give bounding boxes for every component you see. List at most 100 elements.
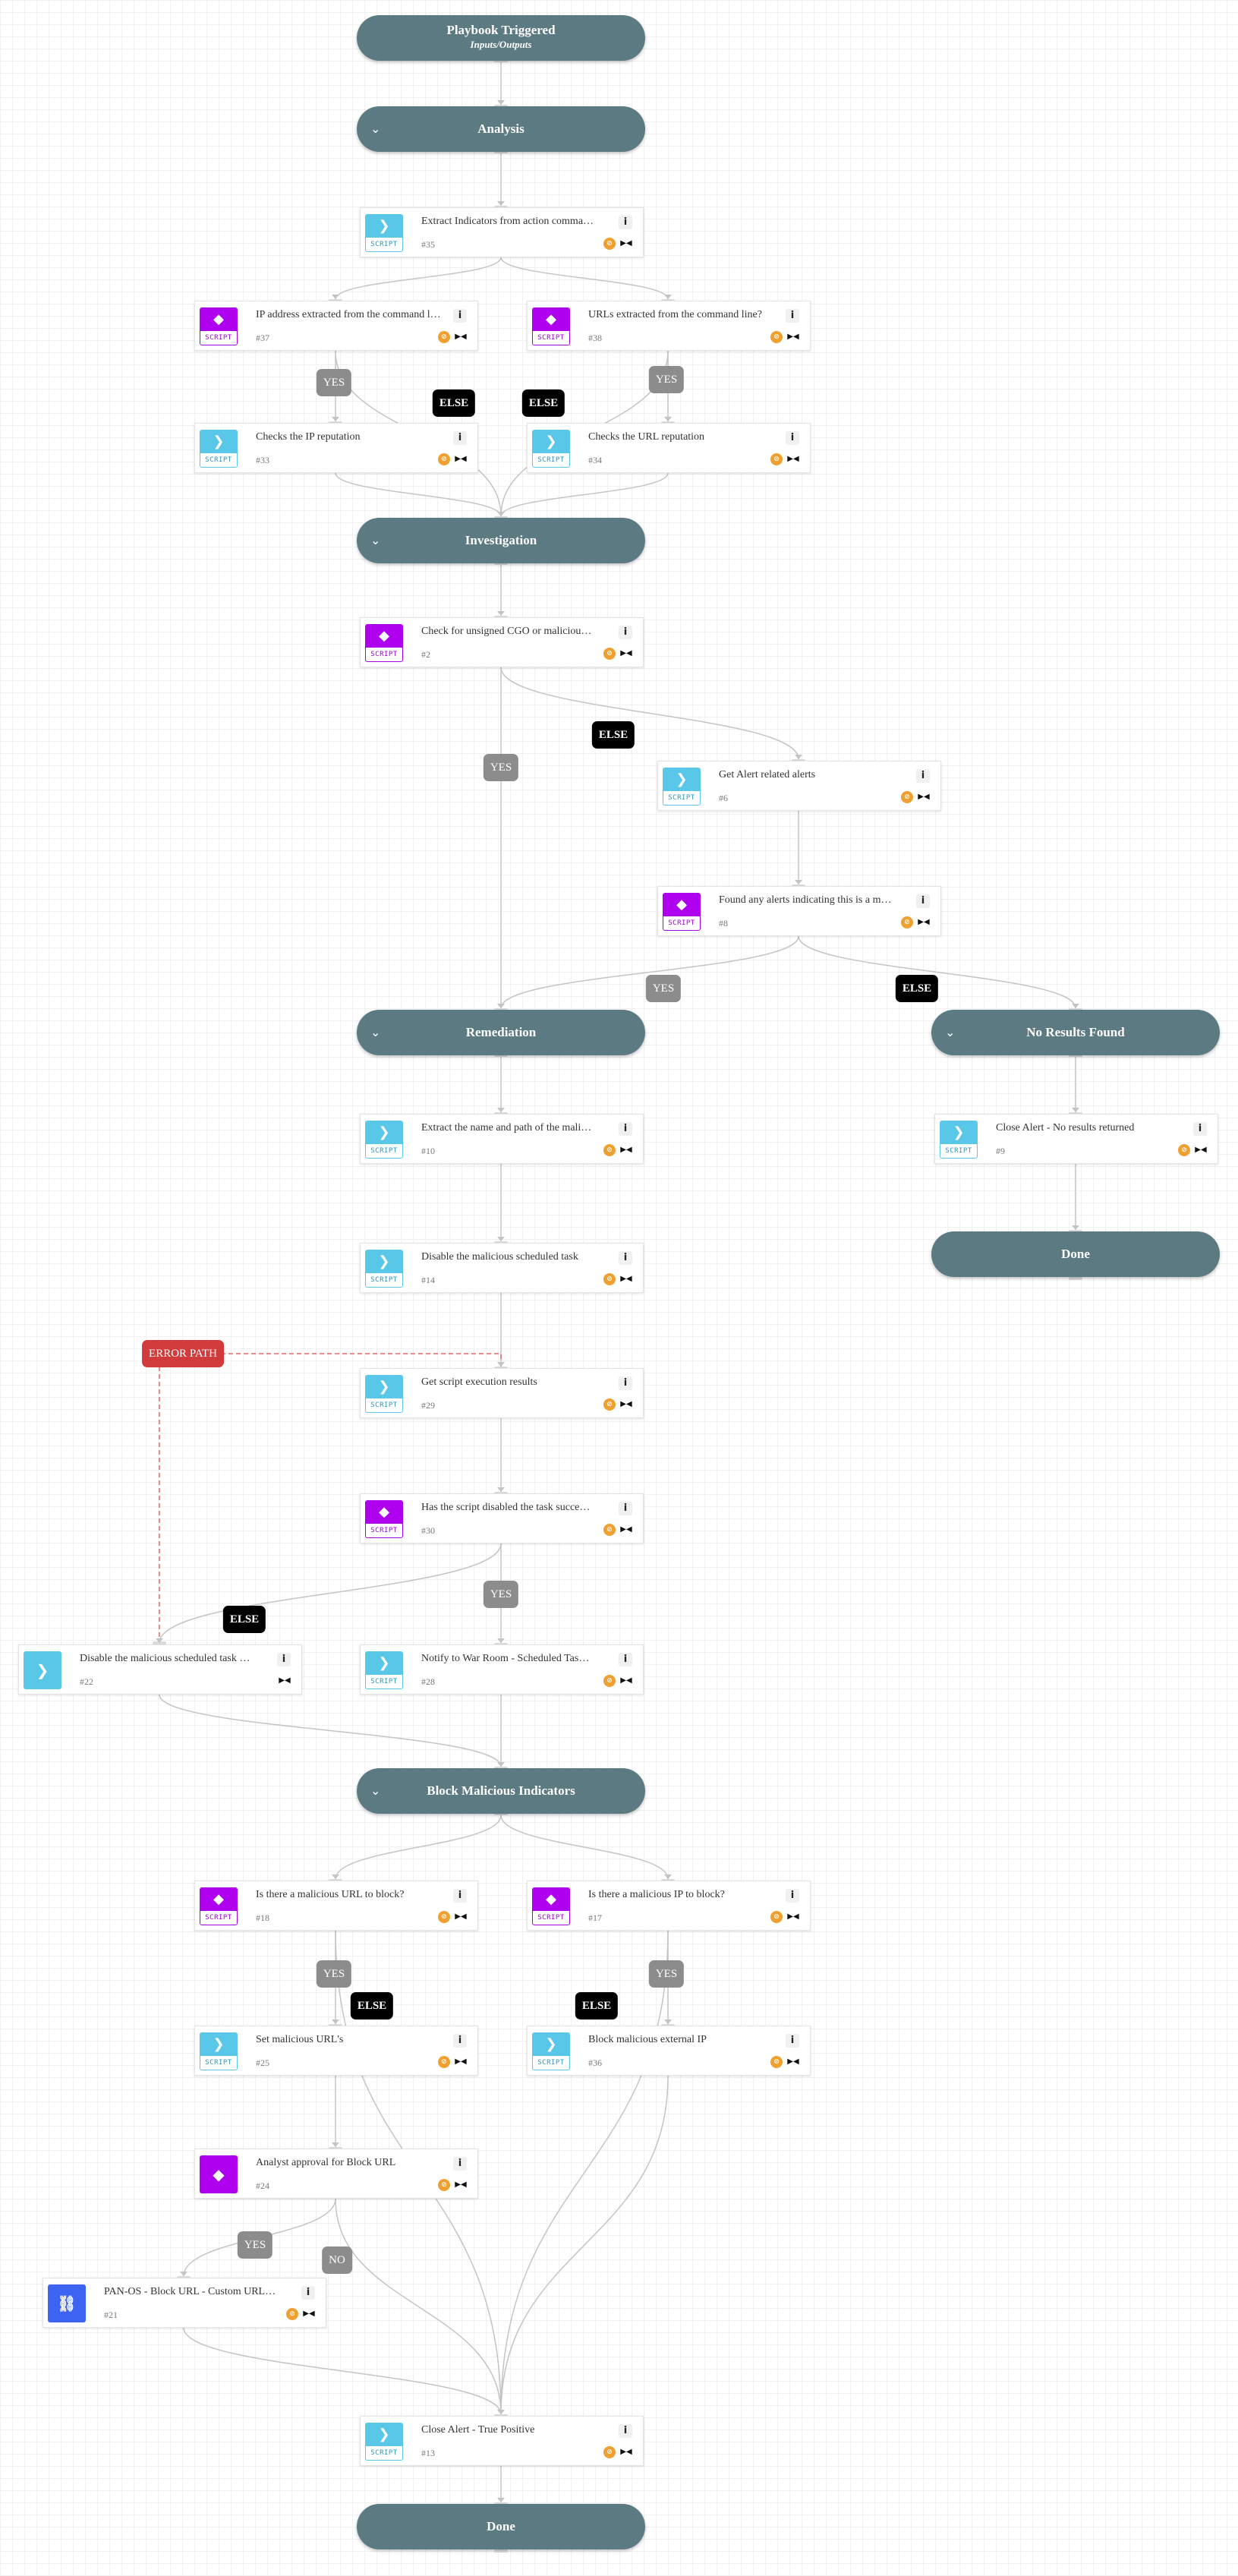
skip-icon[interactable]: ⊘ (438, 1911, 450, 1923)
skip-icon[interactable]: ⊘ (286, 2308, 298, 2320)
chevron-down-icon[interactable]: ⌄ (370, 533, 381, 547)
task-card-t22[interactable]: ❯Disable the malicious scheduled task …#… (18, 1644, 302, 1695)
section-investigation[interactable]: ⌄Investigation (357, 518, 645, 563)
run-icon[interactable]: ▶◀ (620, 239, 632, 248)
info-icon[interactable]: i (786, 2034, 799, 2048)
chevron-down-icon[interactable]: ⌄ (370, 1783, 381, 1798)
info-icon[interactable]: i (786, 1889, 799, 1903)
info-icon[interactable]: i (619, 2424, 632, 2438)
run-icon[interactable]: ▶◀ (787, 333, 799, 341)
run-icon[interactable]: ▶◀ (455, 455, 467, 463)
info-icon[interactable]: i (453, 2034, 467, 2048)
run-icon[interactable]: ▶◀ (787, 1912, 799, 1921)
chevron-down-icon[interactable]: ⌄ (370, 121, 381, 136)
info-icon[interactable]: i (453, 1889, 467, 1903)
info-icon[interactable]: i (301, 2286, 315, 2300)
skip-icon[interactable]: ⊘ (603, 2446, 616, 2458)
skip-icon[interactable]: ⊘ (603, 238, 616, 250)
info-icon[interactable]: i (619, 216, 632, 229)
skip-icon[interactable]: ⊘ (603, 1273, 616, 1285)
chevron-down-icon[interactable]: ⌄ (945, 1025, 956, 1039)
section-block[interactable]: ⌄Block Malicious Indicators (357, 1768, 645, 1814)
skip-icon[interactable]: ⊘ (603, 1675, 616, 1687)
run-icon[interactable]: ▶◀ (279, 1676, 291, 1685)
info-icon[interactable]: i (916, 769, 930, 783)
section-subtitle-link[interactable]: Inputs/Outputs (470, 39, 532, 50)
info-icon[interactable]: i (453, 431, 467, 445)
info-icon[interactable]: i (786, 431, 799, 445)
run-icon[interactable]: ▶◀ (620, 1400, 632, 1408)
run-icon[interactable]: ▶◀ (455, 2057, 467, 2066)
chevron-down-icon[interactable]: ⌄ (370, 1025, 381, 1039)
info-icon[interactable]: i (619, 1122, 632, 1136)
skip-icon[interactable]: ⊘ (770, 331, 783, 343)
run-icon[interactable]: ▶◀ (620, 1676, 632, 1685)
section-analysis[interactable]: ⌄Analysis (357, 106, 645, 152)
info-icon[interactable]: i (916, 894, 930, 908)
skip-icon[interactable]: ⊘ (438, 2056, 450, 2068)
run-icon[interactable]: ▶◀ (455, 1912, 467, 1921)
skip-icon[interactable]: ⊘ (770, 1911, 783, 1923)
skip-icon[interactable]: ⊘ (603, 1144, 616, 1156)
run-icon[interactable]: ▶◀ (787, 2057, 799, 2066)
skip-icon[interactable]: ⊘ (603, 648, 616, 660)
info-icon[interactable]: i (619, 626, 632, 639)
skip-icon[interactable]: ⊘ (438, 331, 450, 343)
skip-icon[interactable]: ⊘ (770, 2056, 783, 2068)
info-icon[interactable]: i (453, 2157, 467, 2171)
run-icon[interactable]: ▶◀ (455, 333, 467, 341)
info-icon[interactable]: i (619, 1376, 632, 1390)
run-icon[interactable]: ▶◀ (918, 793, 930, 801)
info-icon[interactable]: i (277, 1653, 291, 1666)
info-icon[interactable]: i (1193, 1122, 1207, 1136)
run-icon[interactable]: ▶◀ (455, 2180, 467, 2189)
skip-icon[interactable]: ⊘ (603, 1524, 616, 1536)
skip-icon[interactable]: ⊘ (438, 453, 450, 465)
run-icon[interactable]: ▶◀ (620, 649, 632, 657)
info-icon[interactable]: i (619, 1502, 632, 1515)
section-noresults[interactable]: ⌄No Results Found (931, 1010, 1220, 1055)
skip-icon[interactable]: ⊘ (1178, 1144, 1190, 1156)
info-icon[interactable]: i (619, 1653, 632, 1666)
skip-icon[interactable]: ⊘ (438, 2179, 450, 2191)
section-remediation[interactable]: ⌄Remediation (357, 1010, 645, 1055)
run-icon[interactable]: ▶◀ (620, 1525, 632, 1534)
run-icon[interactable]: ▶◀ (1195, 1146, 1207, 1154)
section-done1[interactable]: Done (931, 1231, 1220, 1277)
run-icon[interactable]: ▶◀ (918, 918, 930, 926)
skip-icon[interactable]: ⊘ (770, 453, 783, 465)
run-icon[interactable]: ▶◀ (620, 1146, 632, 1154)
skip-icon[interactable]: ⊘ (603, 1398, 616, 1411)
section-done2[interactable]: Done (357, 2504, 645, 2549)
run-icon[interactable]: ▶◀ (303, 2310, 315, 2318)
info-icon[interactable]: i (453, 309, 467, 323)
run-icon[interactable]: ▶◀ (620, 1275, 632, 1283)
info-icon[interactable]: i (619, 1251, 632, 1265)
skip-icon[interactable]: ⊘ (901, 791, 913, 803)
run-icon[interactable]: ▶◀ (620, 2448, 632, 2456)
info-icon[interactable]: i (786, 309, 799, 323)
skip-icon[interactable]: ⊘ (901, 916, 913, 929)
run-icon[interactable]: ▶◀ (787, 455, 799, 463)
